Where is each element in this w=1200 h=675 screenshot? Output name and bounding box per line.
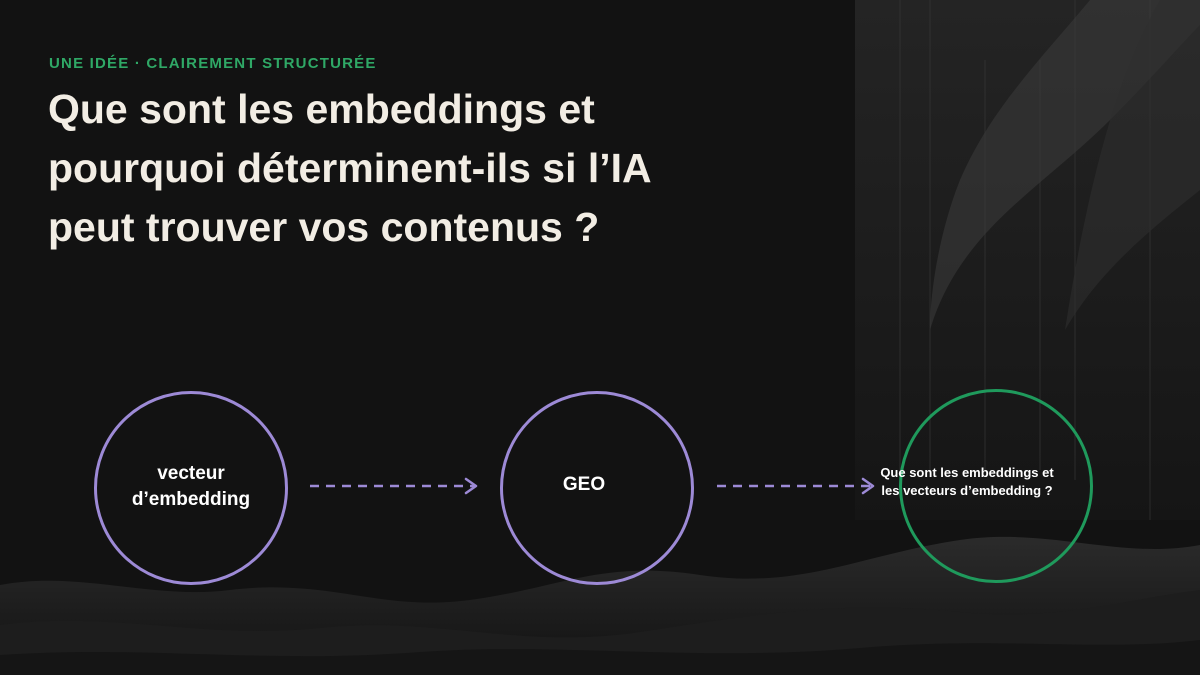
page-title: Que sont les embeddings et pourquoi déte… bbox=[48, 86, 651, 250]
node-label: Que sont les embeddings et les vecteurs … bbox=[880, 465, 1054, 498]
diagram-node-embedding-vector: vecteur d’embedding bbox=[94, 391, 288, 585]
node-label: GEO bbox=[562, 474, 606, 495]
diagram-node-geo: GEO bbox=[500, 391, 694, 585]
dashed-arrow-connector bbox=[717, 477, 875, 495]
dashed-arrow-connector bbox=[310, 477, 478, 495]
eyebrow-label: UNE IDÉE · CLAIREMENT STRUCTURÉE bbox=[49, 55, 377, 72]
node-label: vecteur d’embedding bbox=[131, 462, 251, 510]
diagram-node-question: Que sont les embeddings et les vecteurs … bbox=[880, 389, 1093, 583]
